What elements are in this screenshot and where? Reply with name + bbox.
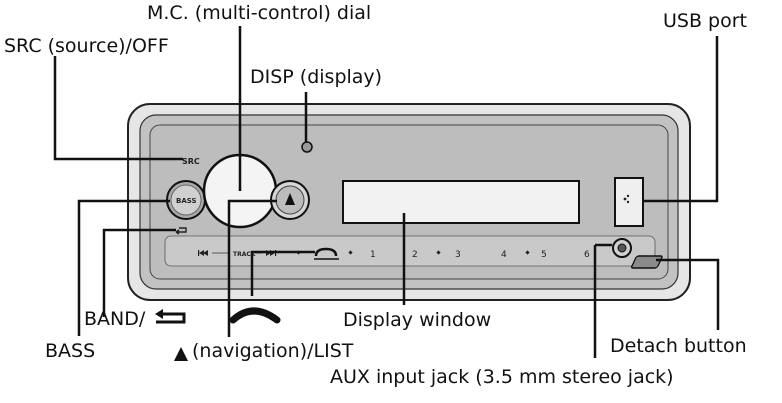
leader-lines (53, 26, 720, 358)
panel-return-icon (175, 227, 187, 235)
preset-5[interactable]: 5 (541, 250, 547, 260)
panel-bass-text: BASS (176, 197, 197, 205)
navigation-label: (navigation)/LIST (192, 340, 354, 362)
preset-2[interactable]: 2 (412, 250, 418, 260)
usb-label: USB port (663, 10, 747, 32)
disp-label: DISP (display) (250, 66, 383, 88)
mc-dial-label: M.C. (multi-control) dial (147, 2, 372, 24)
preset-6[interactable]: 6 (584, 250, 590, 260)
panel-phone-key (314, 247, 339, 260)
preset-1[interactable]: 1 (370, 250, 376, 260)
preset-4[interactable]: 4 (501, 250, 507, 260)
bass-button-face (170, 184, 202, 216)
band-label: BAND/ (84, 308, 146, 330)
up-triangle-icon (285, 193, 295, 205)
usb-icon (623, 194, 630, 204)
preset-diamonds (296, 250, 530, 255)
src-label: SRC (source)/OFF (4, 35, 169, 57)
display-window-label: Display window (343, 309, 492, 331)
disp-button[interactable] (301, 141, 313, 153)
detach-button[interactable] (630, 255, 663, 269)
bass-label: BASS (45, 340, 96, 362)
aux-label: AUX input jack (3.5 mm stereo jack) (330, 366, 674, 388)
phone-handset-icon (229, 307, 281, 324)
detach-label: Detach button (610, 335, 747, 357)
aux-jack-hole (617, 243, 627, 253)
skip-back-icon (198, 250, 208, 256)
display-window (342, 180, 580, 224)
return-arrow-icon (155, 309, 186, 324)
button-strip (164, 235, 656, 267)
panel-track-text: TRACK (233, 251, 256, 258)
panel-src-text: SRC (182, 157, 200, 166)
nav-triangle-icon (174, 347, 188, 361)
preset-3[interactable]: 3 (455, 250, 461, 260)
